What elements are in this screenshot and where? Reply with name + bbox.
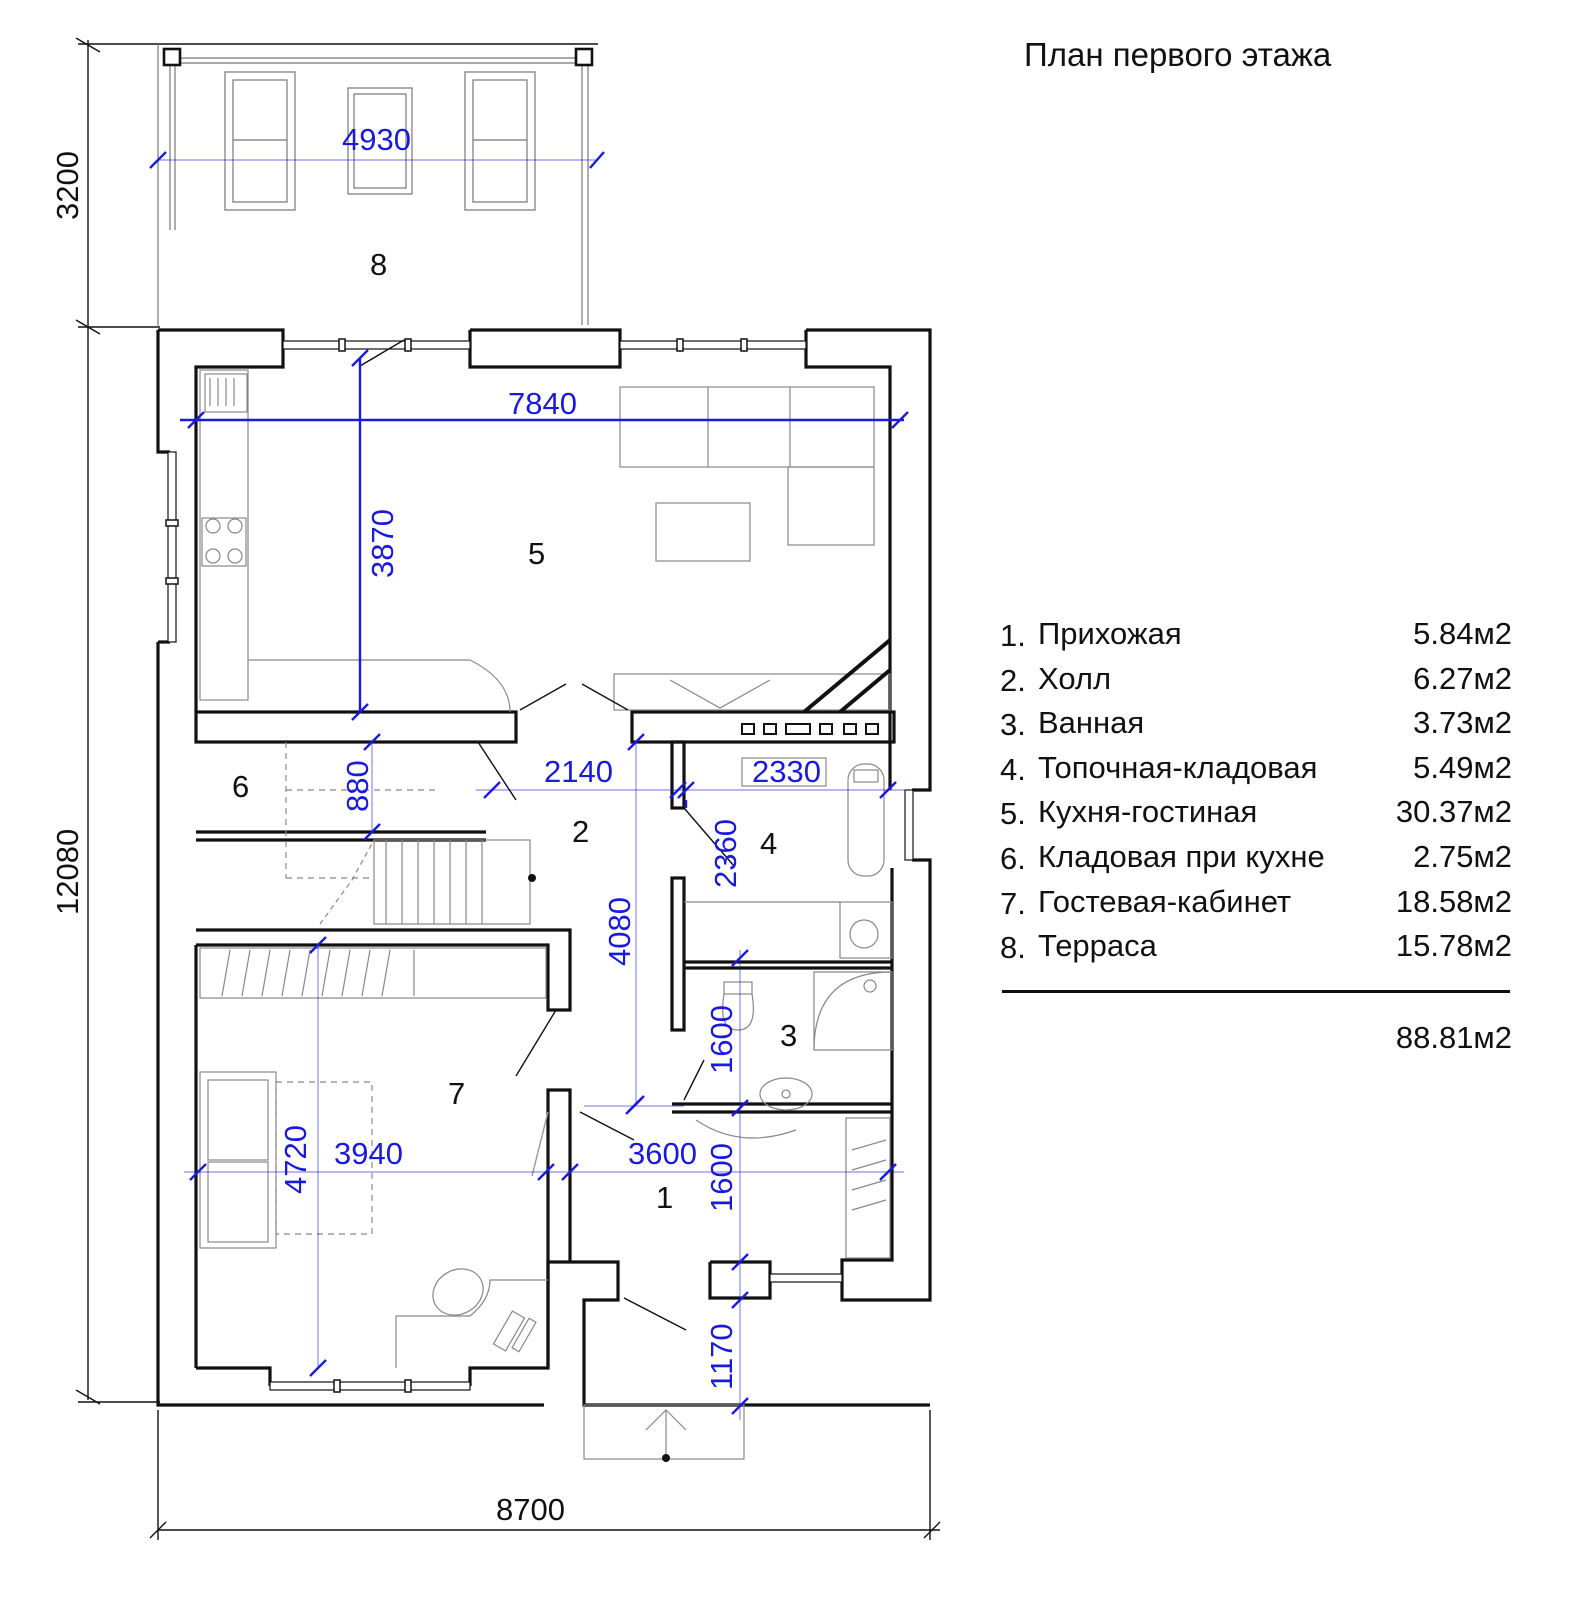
room-label-3: 3 (780, 1018, 797, 1053)
door-swings (359, 339, 735, 1331)
legend-row: 4. Топочная-кладовая 5.49м2 (1000, 746, 1512, 791)
legend-room-name: Гостевая-кабинет (1038, 883, 1292, 919)
legend-divider (1002, 990, 1510, 993)
walls (156, 328, 932, 1407)
dim-boiler-depth: 2360 (708, 819, 743, 888)
legend-room-area: 30.37м2 (1395, 794, 1512, 830)
outer-dimension-lines (75, 37, 941, 1540)
terrace (157, 44, 589, 327)
legend-room-area: 6.27м2 (1413, 660, 1512, 696)
legend-room-name: Кухня-гостиная (1038, 794, 1258, 830)
legend-room-area: 2.75м2 (1413, 838, 1512, 874)
legend-row: 1. Прихожая 5.84м2 (1000, 612, 1512, 657)
porch-marker-dot (662, 1454, 670, 1462)
plan-title: План первого этажа (1024, 36, 1332, 73)
legend-room-area: 15.78м2 (1395, 928, 1512, 964)
legend-number: 3. (1000, 707, 1026, 743)
legend-number: 5. (1000, 796, 1026, 832)
room-label-2: 2 (572, 814, 589, 849)
dim-terrace-width: 4930 (342, 122, 411, 157)
dim-kitchen-width: 7840 (508, 386, 577, 421)
room-legend: 1. Прихожая 5.84м2 2. Холл 6.27м2 3. Ван… (1000, 612, 1512, 969)
windows (167, 340, 914, 1391)
dim-pantry-depth: 880 (340, 760, 375, 812)
legend-total-area: 88.81м2 (1395, 1020, 1512, 1055)
terrace-posts (162, 47, 594, 67)
legend-number: 7. (1000, 885, 1026, 921)
furniture (199, 369, 893, 1460)
legend-row: 8. Терраса 15.78м2 (1000, 924, 1512, 969)
legend-room-area: 5.84м2 (1413, 616, 1512, 651)
legend-room-area: 18.58м2 (1395, 883, 1512, 919)
dim-hall-width: 2140 (544, 754, 613, 789)
dim-bath-depth: 1600 (704, 1005, 739, 1074)
kitchen-vents (741, 723, 879, 735)
dim-hall-depth: 4080 (602, 897, 637, 966)
dim-porch-depth: 1170 (704, 1323, 739, 1390)
legend-room-area: 3.73м2 (1413, 705, 1512, 741)
legend-row: 6. Кладовая при кухне 2.75м2 (1000, 835, 1512, 880)
legend-room-name: Холл (1038, 660, 1112, 696)
legend-room-name: Кладовая при кухне (1038, 838, 1325, 874)
stair-railing (802, 638, 892, 714)
legend-row: 7. Гостевая-кабинет 18.58м2 (1000, 880, 1512, 925)
legend-room-name: Топочная-кладовая (1038, 749, 1318, 785)
room-label-4: 4 (760, 826, 777, 861)
room-label-6: 6 (232, 769, 249, 804)
outer-dim-height: 12080 (50, 829, 85, 915)
inner-dimension-lines (149, 151, 909, 1420)
dim-guest-depth: 4720 (278, 1125, 313, 1194)
legend-room-name: Терраса (1038, 928, 1157, 964)
legend-room-name: Ванная (1038, 705, 1145, 741)
window-ticks (165, 338, 748, 1393)
stair-marker-dot (528, 874, 536, 882)
room-label-7: 7 (448, 1076, 465, 1111)
dim-kitchen-depth: 3870 (365, 509, 400, 578)
inner-dimension-labels: 4930 7840 3870 880 2140 2330 2360 4080 1… (278, 122, 821, 1390)
dim-entry-width: 3600 (628, 1136, 697, 1171)
room-label-8: 8 (370, 247, 387, 282)
dim-boiler-width: 2330 (752, 754, 821, 789)
legend-row: 3. Ванная 3.73м2 (1000, 701, 1512, 746)
room-labels: 8 5 6 2 4 3 7 1 (232, 247, 797, 1215)
dim-guest-width: 3940 (334, 1136, 403, 1171)
legend-number: 8. (1000, 930, 1026, 966)
outer-dim-terrace-depth: 3200 (50, 151, 85, 220)
room-label-5: 5 (528, 536, 545, 571)
dim-entry-depth: 1600 (704, 1143, 739, 1212)
legend-number: 1. (1000, 618, 1026, 653)
room-label-1: 1 (656, 1180, 673, 1215)
legend-row: 2. Холл 6.27м2 (1000, 657, 1512, 702)
legend-number: 6. (1000, 840, 1026, 876)
legend-room-name: Прихожая (1038, 616, 1182, 651)
legend-row: 5. Кухня-гостиная 30.37м2 (1000, 790, 1512, 835)
outer-dim-width: 8700 (496, 1492, 565, 1527)
legend-number: 2. (1000, 662, 1026, 698)
legend-number: 4. (1000, 751, 1026, 787)
legend-room-area: 5.49м2 (1413, 749, 1512, 785)
